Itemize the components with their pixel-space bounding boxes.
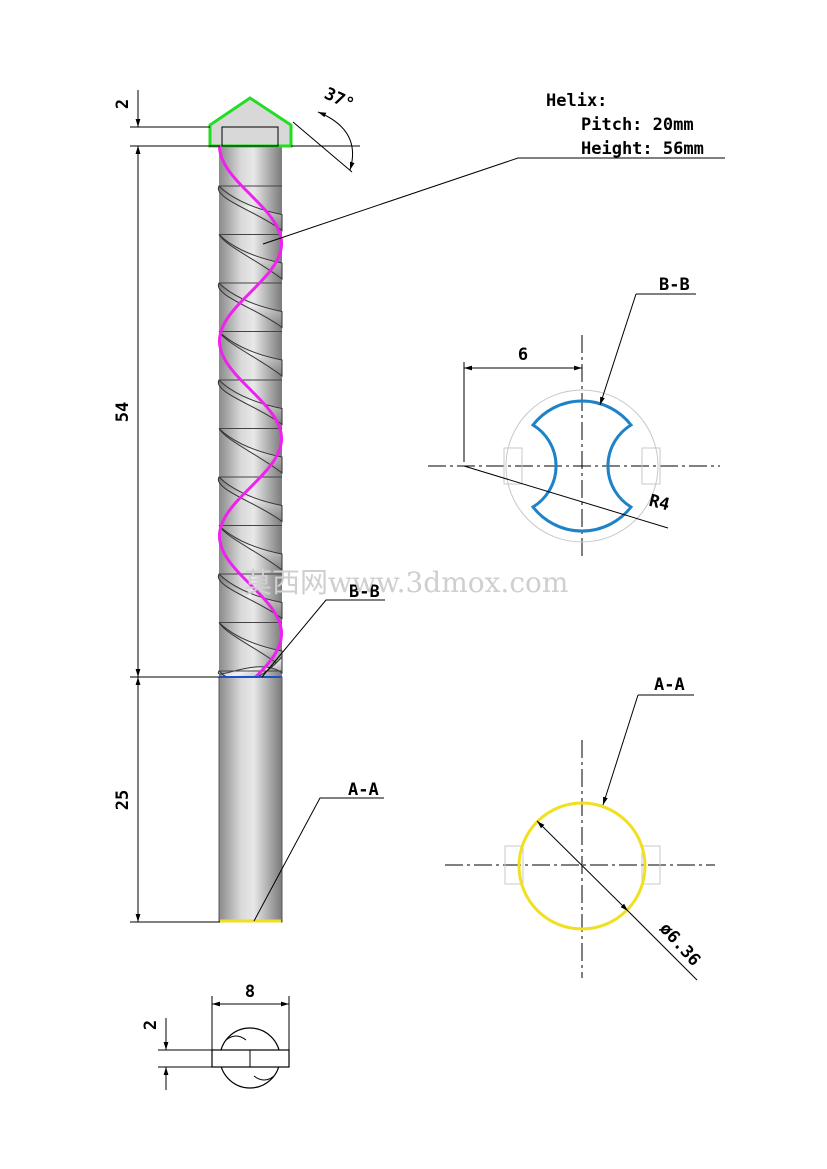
shank-length-dim: 25 [113,790,133,810]
section-bb: 6 B-B R4 [428,275,720,560]
helix-title: Helix: [546,91,607,111]
helix-curve [217,145,283,679]
flute-length-dim: 54 [113,402,133,422]
vertical-dimensions: 2 54 25 [113,90,220,923]
helix-pitch: Pitch: 20mm [581,115,694,135]
flute-band [218,234,283,281]
bb-marker-label: B-B [349,582,380,602]
flute-band [218,331,283,378]
aa-section-profile [517,801,647,931]
flute-bands [217,185,283,682]
bb-section-title: B-B [659,275,690,295]
flute-band [217,185,283,232]
flute-band [218,428,283,475]
tip-angle-dimension: 37° [291,84,360,173]
flute-band [217,379,283,426]
tip-base-box [221,126,279,147]
aa-section-title: A-A [654,675,685,695]
aa-marker-label: A-A [348,780,379,800]
tip-angle-text: 37° [321,84,357,115]
helix-height: Height: 56mm [581,139,704,159]
flute-band [218,525,283,572]
flute-band [217,282,283,329]
section-markers: B-B A-A [253,582,385,922]
flute-band [217,476,283,523]
offset-dim: 6 [518,345,528,365]
width-dim: 8 [245,982,255,1002]
radius-dim: R4 [647,491,672,515]
flute-band [217,573,283,620]
helix-note: Helix: Pitch: 20mm Height: 56mm [262,91,725,245]
section-aa: A-A ø6.36 [445,675,715,981]
end-view: 8 2 [141,982,290,1090]
thickness-dim: 2 [141,1020,161,1030]
watermark: 莫西网www.3dmox.com [244,566,568,599]
drill-body [208,96,293,923]
tip-height-dim: 2 [113,99,133,109]
shank [218,676,283,923]
